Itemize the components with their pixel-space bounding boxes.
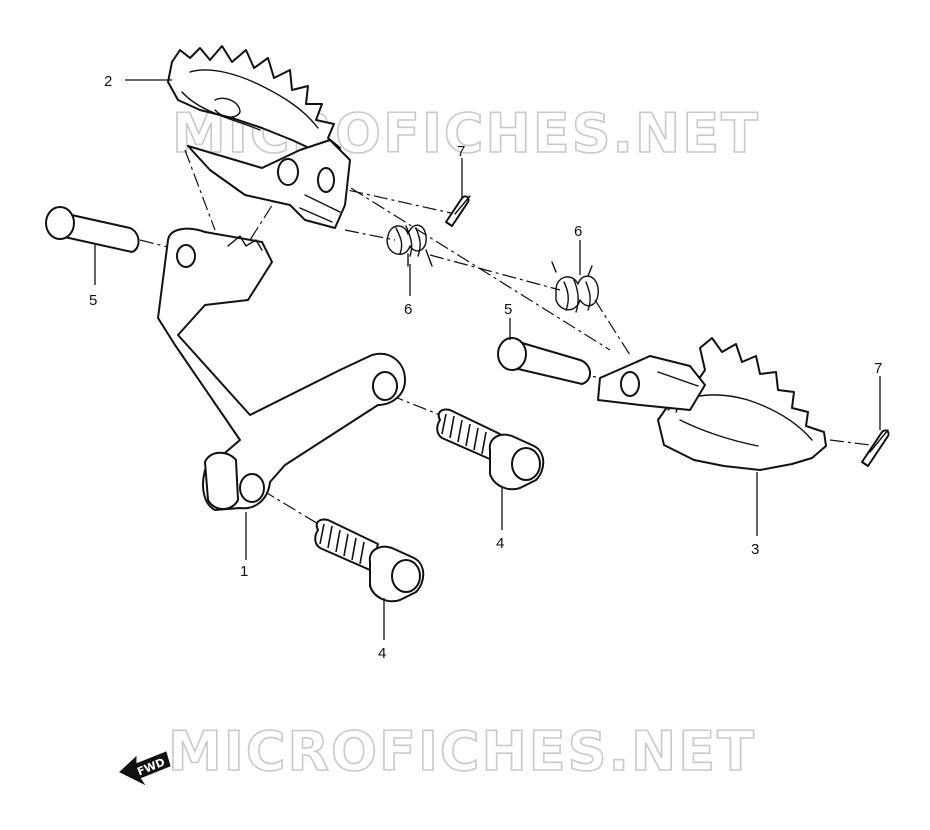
callout-5-right: 5 (504, 301, 512, 318)
callout-2: 2 (104, 73, 112, 90)
callout-6-left: 6 (404, 301, 412, 318)
bracket (157, 227, 406, 511)
callout-6-right: 6 (574, 223, 582, 240)
footpeg-right (597, 337, 827, 471)
forward-arrow-icon (119, 751, 171, 786)
callout-4-upper: 4 (496, 535, 504, 552)
callout-1: 1 (240, 563, 248, 580)
cotter-pin-upper (445, 195, 471, 227)
callout-7-right: 7 (874, 360, 882, 377)
watermark-bottom: MICROFICHES.NET (168, 720, 756, 783)
spring-left (386, 224, 433, 267)
forward-arrow-label: FWD (135, 756, 167, 779)
flange-bolt-lower (314, 518, 425, 603)
pivot-pin-left (45, 206, 140, 253)
callout-3: 3 (751, 541, 759, 558)
callout-7-upper: 7 (457, 143, 465, 160)
callout-leaders (94, 79, 881, 640)
footpeg-upper (167, 45, 351, 229)
flange-bolt-upper (436, 408, 545, 491)
spring-right (551, 261, 599, 313)
forward-arrow: FWD (119, 751, 171, 786)
callout-5-left: 5 (89, 292, 97, 309)
callout-4-lower: 4 (378, 645, 386, 662)
pivot-pin-right (497, 337, 591, 385)
cotter-pin-right (861, 429, 890, 467)
